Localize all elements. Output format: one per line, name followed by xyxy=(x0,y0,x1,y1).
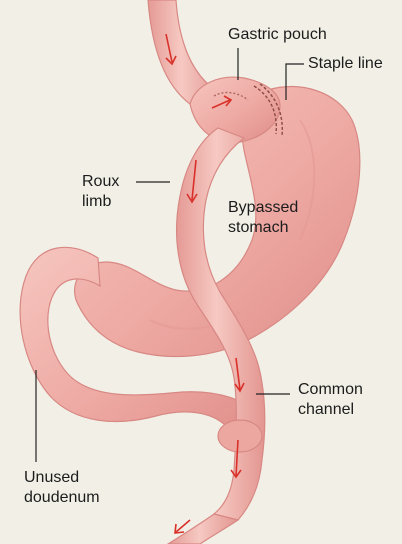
label-unused-duodenum-line1: Unused xyxy=(24,468,100,488)
label-bypassed-stomach-line2: stomach xyxy=(228,218,298,238)
label-common-channel: Common channel xyxy=(298,380,363,420)
label-gastric-pouch: Gastric pouch xyxy=(228,25,327,44)
jejunal-junction xyxy=(218,420,262,452)
label-common-channel-line1: Common xyxy=(298,380,363,400)
label-roux-limb-line2: limb xyxy=(82,192,119,212)
label-unused-duodenum: Unused doudenum xyxy=(24,468,100,508)
label-common-channel-line2: channel xyxy=(298,400,363,420)
label-bypassed-stomach: Bypassed stomach xyxy=(228,198,298,238)
label-roux-limb-line1: Roux xyxy=(82,172,119,192)
label-roux-limb: Roux limb xyxy=(82,172,119,212)
label-staple-line: Staple line xyxy=(308,54,383,73)
label-unused-duodenum-line2: doudenum xyxy=(24,488,100,508)
label-bypassed-stomach-line1: Bypassed xyxy=(228,198,298,218)
